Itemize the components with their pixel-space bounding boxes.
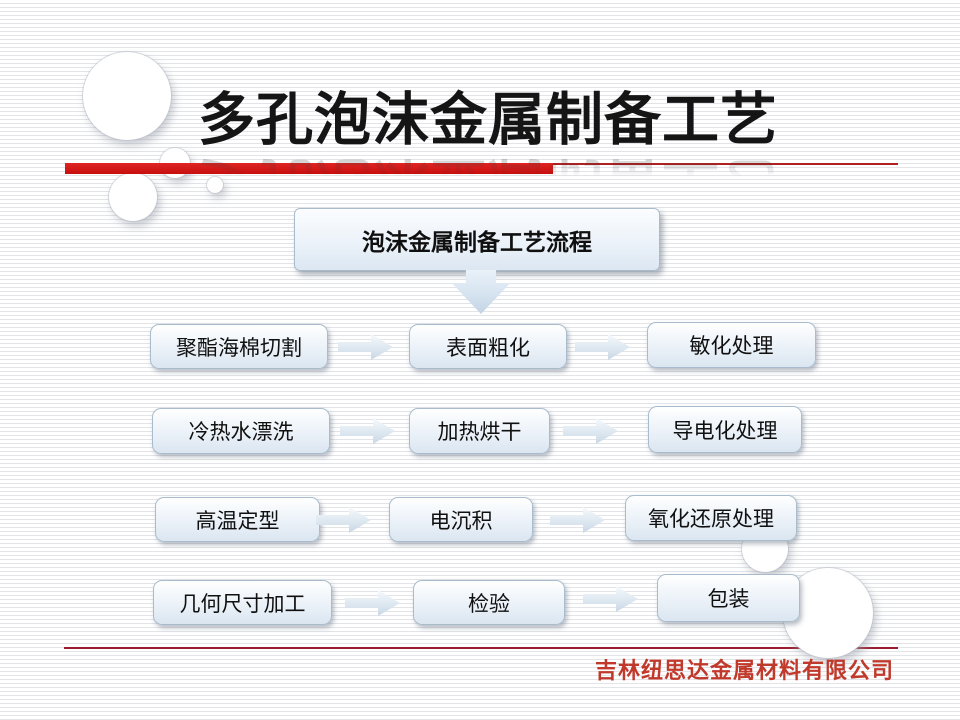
title-underline-bar <box>65 163 553 174</box>
flow-step-box: 冷热水漂洗 <box>152 408 330 454</box>
arrow-right-icon <box>338 334 393 360</box>
company-name: 吉林纽思达金属材料有限公司 <box>594 658 894 683</box>
flow-step-box: 导电化处理 <box>648 406 802 453</box>
title-underline-thin <box>553 163 898 165</box>
decor-circle-tiny <box>207 177 223 193</box>
page-title-reflection: 多孔泡沫金属制备工艺 <box>198 152 818 178</box>
flow-step-box: 氧化还原处理 <box>625 495 797 541</box>
flow-step-box: 检验 <box>413 580 565 625</box>
arrow-down-icon <box>452 270 510 314</box>
footer-divider-line <box>64 647 898 649</box>
flow-step-box: 表面粗化 <box>409 324 567 369</box>
flow-step-box: 包装 <box>657 574 800 622</box>
arrow-right-icon <box>563 418 618 444</box>
arrow-right-icon <box>345 590 400 616</box>
arrow-right-icon <box>583 586 638 612</box>
page-title: 多孔泡沫金属制备工艺 <box>198 88 778 152</box>
flow-step-box: 聚酯海棉切割 <box>150 324 328 369</box>
flow-step-box: 高温定型 <box>155 497 320 542</box>
flow-step-box: 几何尺寸加工 <box>153 580 332 625</box>
flow-step-box: 加热烘干 <box>409 408 550 454</box>
flow-step-box: 敏化处理 <box>647 322 816 368</box>
decor-circle-medium <box>109 173 157 221</box>
flow-step-box: 电沉积 <box>389 497 533 542</box>
arrow-right-icon <box>550 507 605 533</box>
decor-circle-large <box>83 52 171 140</box>
arrow-right-icon <box>340 418 395 444</box>
arrow-right-icon <box>575 334 630 360</box>
flow-header-box: 泡沫金属制备工艺流程 <box>294 208 660 271</box>
arrow-right-icon <box>316 507 371 533</box>
